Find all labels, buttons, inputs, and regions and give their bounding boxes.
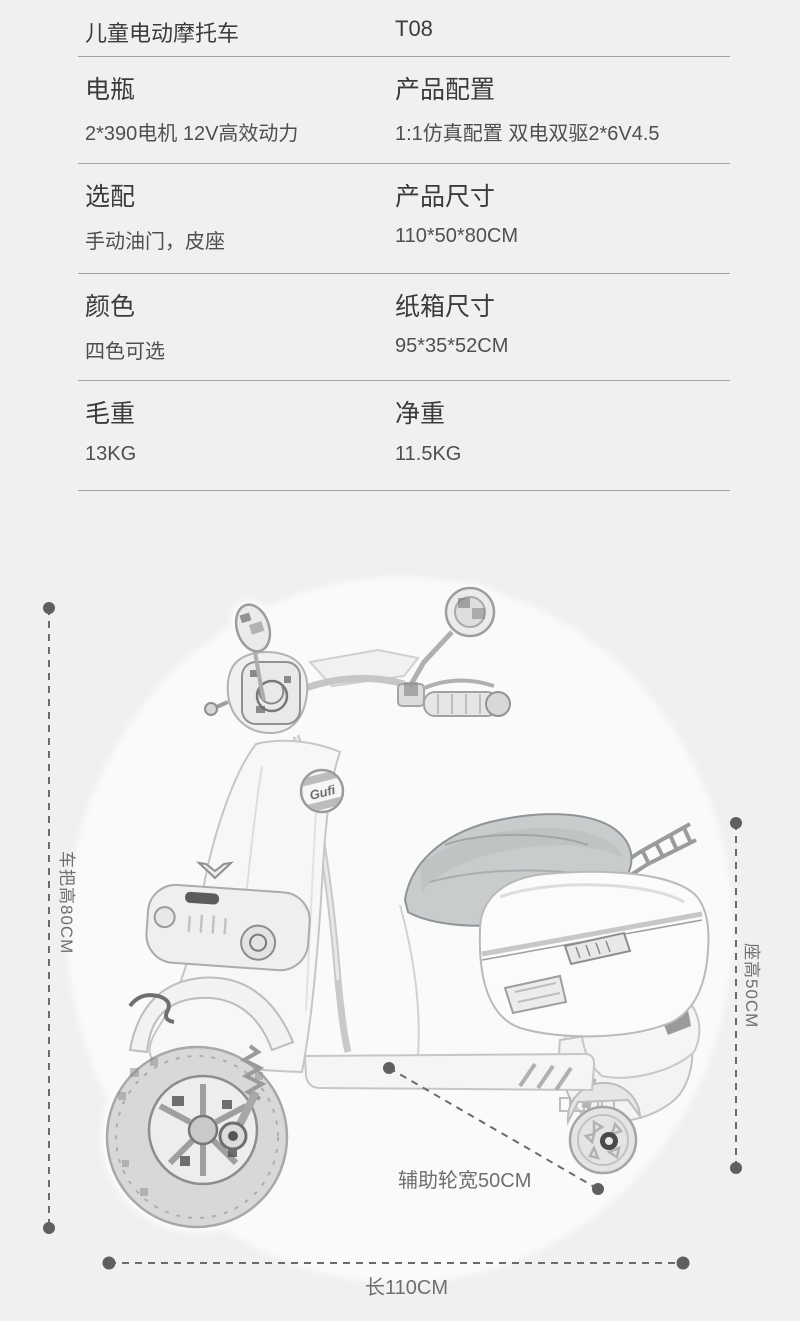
front-panel [145, 883, 311, 972]
panel-badge [185, 891, 220, 905]
panel-knob [153, 906, 176, 929]
length-label: 长110CM [365, 1277, 448, 1299]
front-emblem [196, 861, 234, 880]
fender-hook [128, 993, 175, 1024]
front-fender [128, 976, 295, 1151]
divider [78, 163, 730, 164]
spec-label-color: 颜色 [85, 293, 136, 321]
step-lines [518, 1062, 573, 1092]
auxiliary-wheel [566, 1077, 642, 1175]
spec-label-net-weight: 净重 [395, 400, 446, 428]
divider [78, 490, 730, 491]
divider [78, 380, 730, 381]
handlebar-height-label: 车把高80CM [57, 851, 76, 955]
spec-label-gross-weight: 毛重 [85, 400, 136, 428]
brake-lever [423, 678, 495, 690]
box-handle [563, 931, 632, 966]
product-model: T08 [395, 16, 433, 41]
tire-texture [118, 1058, 263, 1196]
spec-value-options: 手动油门，皮座 [85, 231, 225, 253]
aux-wheel-leader-line [388, 1067, 599, 1190]
dimension-dots [43, 602, 742, 1270]
floorboard [303, 1052, 596, 1092]
product-title: 儿童电动摩托车 [85, 21, 240, 46]
suspension-spring [239, 1044, 267, 1101]
divider [78, 273, 730, 274]
spec-value-net-weight: 11.5KG [395, 443, 462, 465]
spec-value-gross-weight: 13KG [85, 443, 137, 465]
spec-label-options: 选配 [85, 183, 136, 211]
spec-value-color: 四色可选 [85, 341, 165, 363]
brand-badge-text: Gufi [308, 782, 337, 803]
box-vent [503, 974, 568, 1015]
spec-value-carton: 95*35*52CM [395, 335, 509, 357]
spec-label-config: 产品配置 [395, 76, 496, 104]
seat-height-label: 座高50CM [742, 943, 761, 1029]
aux-wheel-width-label: 辅助轮宽50CM [398, 1170, 532, 1192]
front-wheel [105, 1045, 289, 1229]
right-mirror [404, 586, 496, 696]
spec-label-carton: 纸箱尺寸 [395, 293, 496, 321]
spec-label-size: 产品尺寸 [395, 183, 496, 211]
spec-value-size: 110*50*80CM [395, 225, 519, 247]
divider [78, 56, 730, 57]
spec-value-config: 1:1仿真配置 双电双驱2*6V4.5 [395, 123, 660, 145]
brand-badge: Gufi [297, 768, 347, 815]
handlebar [204, 648, 511, 735]
panel-speaker [240, 924, 277, 961]
spokes [158, 1084, 248, 1176]
left-mirror [234, 603, 272, 701]
rear-box [478, 870, 710, 1038]
spec-value-battery: 2*390电机 12V高效动力 [85, 123, 299, 145]
spec-label-battery: 电瓶 [85, 76, 136, 104]
